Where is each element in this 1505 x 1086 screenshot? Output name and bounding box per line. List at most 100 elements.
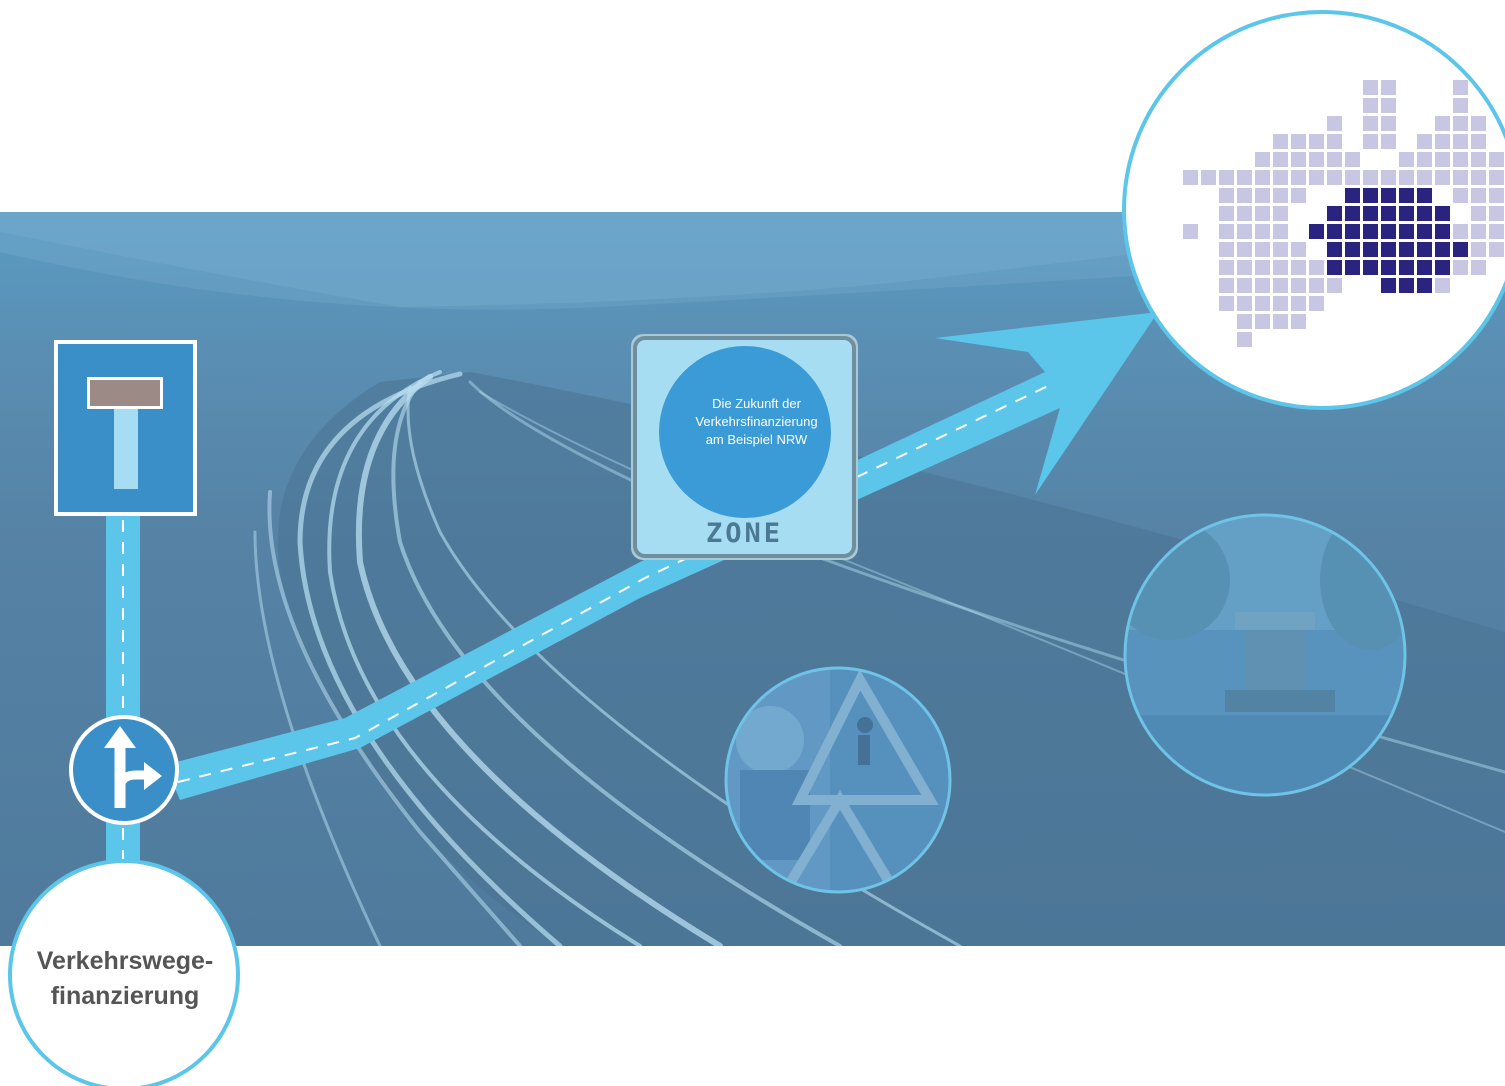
map-cell — [1273, 224, 1288, 239]
map-cell-highlight — [1435, 260, 1450, 275]
map-cell-highlight — [1381, 242, 1396, 257]
map-cell — [1363, 116, 1378, 131]
map-cell — [1219, 260, 1234, 275]
map-cell — [1399, 152, 1414, 167]
map-cell — [1471, 134, 1486, 149]
map-cell — [1255, 278, 1270, 293]
map-cell — [1489, 206, 1504, 221]
map-cell — [1237, 224, 1252, 239]
map-cell — [1363, 134, 1378, 149]
map-cell — [1291, 242, 1306, 257]
map-cell-highlight — [1399, 224, 1414, 239]
map-cell — [1363, 98, 1378, 113]
map-cell-highlight — [1417, 260, 1432, 275]
map-cell — [1309, 296, 1324, 311]
zone-sign — [631, 334, 858, 560]
map-cell-highlight — [1327, 260, 1342, 275]
map-cell — [1345, 152, 1360, 167]
map-cell-highlight — [1381, 188, 1396, 203]
map-cell — [1237, 260, 1252, 275]
map-cell — [1435, 278, 1450, 293]
map-cell-highlight — [1381, 278, 1396, 293]
map-cell-highlight — [1363, 224, 1378, 239]
map-cell — [1237, 170, 1252, 185]
map-cell — [1273, 314, 1288, 329]
map-cell — [1417, 170, 1432, 185]
map-cell — [1273, 152, 1288, 167]
map-cell-highlight — [1327, 206, 1342, 221]
map-cell — [1309, 134, 1324, 149]
map-cell — [1417, 134, 1432, 149]
zone-text-line-1: Die Zukunft der — [712, 396, 801, 411]
paving-machine-photo-icon — [1123, 513, 1407, 797]
map-cell — [1489, 242, 1504, 257]
nrw-pixel-map-icon — [1122, 10, 1505, 410]
map-cell-highlight — [1363, 260, 1378, 275]
map-cell — [1381, 116, 1396, 131]
map-cell-highlight — [1417, 242, 1432, 257]
map-cell-highlight — [1399, 242, 1414, 257]
map-cell-highlight — [1399, 206, 1414, 221]
map-cell — [1327, 116, 1342, 131]
map-cell-highlight — [1381, 224, 1396, 239]
roadworks-photo-icon — [724, 666, 952, 894]
map-cell — [1453, 134, 1468, 149]
map-cell — [1453, 80, 1468, 95]
map-cell — [1399, 170, 1414, 185]
map-cell — [1309, 152, 1324, 167]
map-cell — [1291, 134, 1306, 149]
map-cell — [1345, 170, 1360, 185]
map-cell — [1435, 134, 1450, 149]
map-cell-highlight — [1381, 260, 1396, 275]
map-cell — [1291, 278, 1306, 293]
map-cell — [1273, 134, 1288, 149]
map-cell-highlight — [1327, 224, 1342, 239]
map-cell-highlight — [1435, 206, 1450, 221]
map-cell — [1255, 206, 1270, 221]
map-cell — [1201, 170, 1216, 185]
map-cell — [1435, 152, 1450, 167]
map-cell — [1381, 80, 1396, 95]
map-cell-highlight — [1417, 206, 1432, 221]
map-cell — [1453, 260, 1468, 275]
map-cell — [1435, 170, 1450, 185]
map-cell-highlight — [1363, 206, 1378, 221]
map-cell-highlight — [1345, 260, 1360, 275]
map-cell — [1237, 188, 1252, 203]
map-cell-highlight — [1345, 206, 1360, 221]
map-cell — [1237, 278, 1252, 293]
map-cell — [1255, 260, 1270, 275]
map-cell — [1219, 170, 1234, 185]
map-cell-highlight — [1363, 242, 1378, 257]
map-cell-highlight — [1435, 242, 1450, 257]
start-label-line-1: Verkehrswege- — [36, 947, 214, 975]
map-cell — [1471, 152, 1486, 167]
map-cell-highlight — [1399, 278, 1414, 293]
map-cell — [1219, 242, 1234, 257]
map-cell — [1219, 206, 1234, 221]
map-cell — [1489, 224, 1504, 239]
dead-end-sign-icon — [54, 340, 197, 516]
map-cell — [1291, 188, 1306, 203]
map-cell — [1255, 188, 1270, 203]
zone-text-line-2: Verkehrsfinanzierung — [695, 414, 818, 429]
map-cell — [1255, 224, 1270, 239]
map-cell — [1435, 116, 1450, 131]
map-cell — [1453, 98, 1468, 113]
map-cell — [1471, 260, 1486, 275]
map-cell — [1489, 152, 1504, 167]
map-cell — [1255, 296, 1270, 311]
map-cell-highlight — [1345, 242, 1360, 257]
map-cell — [1309, 260, 1324, 275]
map-cell — [1381, 134, 1396, 149]
map-cell — [1237, 314, 1252, 329]
map-cell — [1453, 188, 1468, 203]
map-cell — [1489, 188, 1504, 203]
map-cell — [1327, 278, 1342, 293]
map-cell — [1255, 152, 1270, 167]
map-cell — [1453, 152, 1468, 167]
map-cell — [1291, 152, 1306, 167]
map-cell — [1273, 206, 1288, 221]
map-cell — [1327, 170, 1342, 185]
